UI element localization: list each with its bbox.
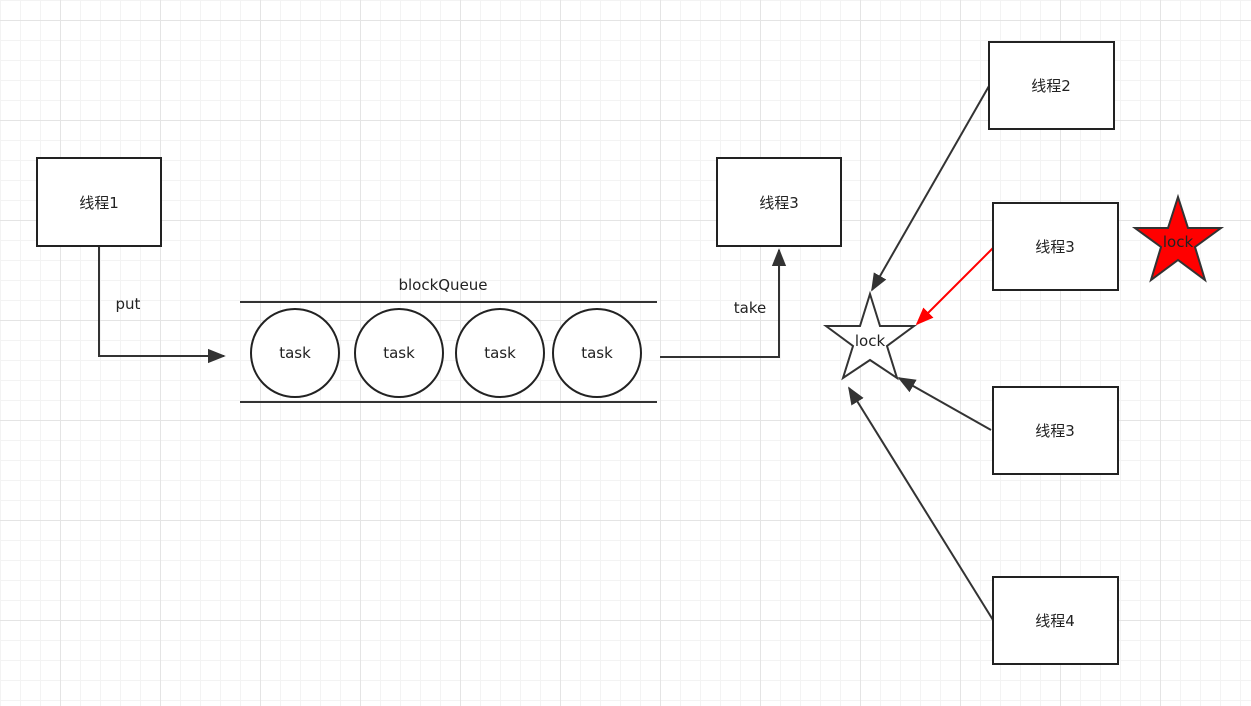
thread4-label: 线程4 <box>1035 612 1075 630</box>
task-label: task <box>279 344 311 362</box>
held-lock-star: lock <box>1131 193 1225 283</box>
task-item: task <box>250 308 340 398</box>
task-item: task <box>455 308 545 398</box>
take-label: take <box>734 299 766 317</box>
thread3-low-to-lock-edge <box>897 377 992 431</box>
star-icon <box>822 290 918 381</box>
block-queue-label: blockQueue <box>398 276 487 294</box>
task-label: task <box>484 344 516 362</box>
star-icon <box>1131 193 1225 283</box>
held-lock-label: lock <box>1163 233 1194 251</box>
free-lock-label: lock <box>855 332 886 350</box>
thread4-node[interactable]: 线程4 <box>992 576 1119 665</box>
thread3-top-label: 线程3 <box>759 194 799 212</box>
block-queue: blockQueue task task task task <box>240 276 657 403</box>
thread2-label: 线程2 <box>1031 77 1071 95</box>
thread1-node[interactable]: 线程1 <box>36 157 162 247</box>
thread3-top-node[interactable]: 线程3 <box>716 157 842 247</box>
thread3-low-node[interactable]: 线程3 <box>992 386 1119 475</box>
thread4-to-lock-edge <box>848 386 994 621</box>
thread3-low-label: 线程3 <box>1035 422 1075 440</box>
task-label: task <box>581 344 613 362</box>
task-item: task <box>354 308 444 398</box>
put-label: put <box>116 295 141 313</box>
thread1-label: 线程1 <box>79 194 119 212</box>
thread3-mid-to-lock-edge <box>915 247 994 326</box>
take-edge <box>660 248 787 358</box>
thread2-node[interactable]: 线程2 <box>988 41 1115 130</box>
thread2-to-lock-edge <box>871 85 990 292</box>
task-label: task <box>383 344 415 362</box>
free-lock-star: lock <box>822 290 918 381</box>
put-edge <box>98 246 226 364</box>
thread3-mid-label: 线程3 <box>1035 238 1075 256</box>
task-item: task <box>552 308 642 398</box>
thread3-mid-node[interactable]: 线程3 <box>992 202 1119 291</box>
